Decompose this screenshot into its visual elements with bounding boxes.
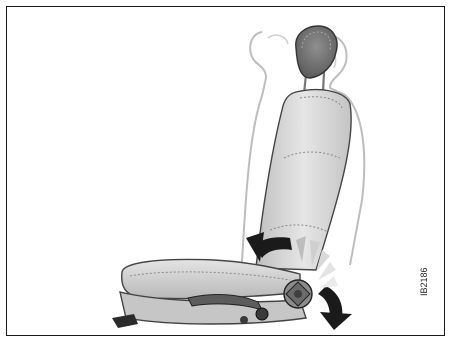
seat-front-foot [112, 314, 138, 328]
headrest [296, 26, 337, 78]
rail-fastener [240, 316, 248, 324]
recline-arrow-lower-tip [320, 312, 352, 330]
headrest-stem-right [323, 72, 324, 92]
recline-knob-icon [284, 280, 312, 308]
ghost-outline-upright-inner [268, 35, 288, 44]
figure-reference-code: IB2186 [419, 256, 431, 296]
height-lever-pivot [256, 308, 268, 320]
